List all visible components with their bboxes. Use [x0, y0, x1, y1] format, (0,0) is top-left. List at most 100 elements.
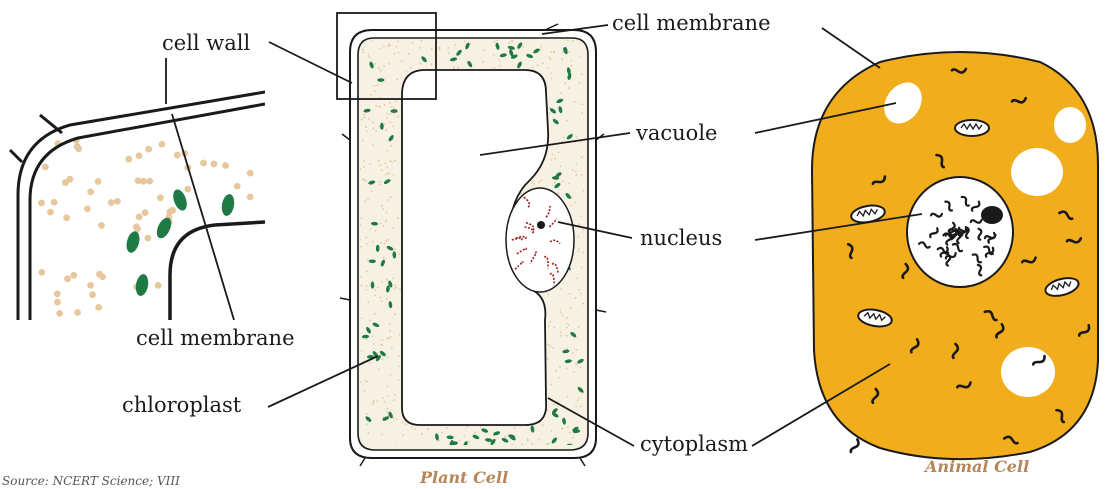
cytoplasm-granule [562, 51, 564, 53]
cytoplasm-granule [579, 82, 581, 84]
cytoplasm-granule [374, 90, 376, 92]
cytoplasm-granule [247, 193, 254, 200]
cytoplasm-granule [394, 160, 396, 162]
cytoplasm-granule [362, 49, 364, 51]
cytoplasm-granule [575, 406, 577, 408]
cytoplasm-granule [381, 434, 383, 436]
label-cell-wall: cell wall [162, 31, 251, 55]
cytoplasm-granule [67, 176, 74, 183]
cytoplasm-granule [373, 401, 375, 403]
cytoplasm-granule [582, 190, 584, 192]
cytoplasm-granule [554, 327, 556, 329]
cytoplasm-granule [561, 428, 563, 430]
cytoplasm-granule [421, 433, 423, 435]
cytoplasm-granule [136, 152, 143, 159]
inset-neighbor-cell-wall [170, 222, 265, 320]
cytoplasm-granule [381, 281, 383, 283]
cytoplasm-granule [366, 131, 368, 133]
cytoplasm-granule [366, 413, 368, 415]
cytoplasm-granule [381, 169, 383, 171]
cytoplasm-granule [571, 197, 573, 199]
cytoplasm-granule [363, 117, 365, 119]
cytoplasm-granule [125, 156, 132, 163]
cytoplasm-granule [580, 103, 582, 105]
cytoplasm-granule [566, 322, 568, 324]
cytoplasm-granule [361, 317, 363, 319]
chloroplast [124, 230, 141, 254]
cytoplasm-granule [144, 235, 151, 242]
cytoplasm-granule [551, 78, 553, 80]
cytoplasm-granule [393, 277, 395, 279]
cytoplasm-granule [390, 145, 392, 147]
cytoplasm-granule [570, 65, 572, 67]
cytoplasm-granule [386, 386, 388, 388]
cytoplasm-granule [538, 181, 540, 183]
cytoplasm-granule [364, 201, 366, 203]
cytoplasm-granule [365, 180, 367, 182]
cytoplasm-granule [581, 267, 583, 269]
cytoplasm-granule [560, 312, 562, 314]
cytoplasm-granule [578, 247, 580, 249]
cytoplasm-granule [95, 304, 102, 311]
cytoplasm-granule [547, 443, 549, 445]
cytoplasm-granule [370, 94, 372, 96]
cytoplasm-granule [393, 417, 395, 419]
cytoplasm-granule [550, 58, 552, 60]
cytoplasm-granule [381, 205, 383, 207]
cytoplasm-granule [159, 141, 166, 148]
cytoplasm-granule [394, 53, 396, 55]
cytoplasm-granule [362, 179, 364, 181]
cytoplasm-granule [367, 432, 369, 434]
cytoplasm-granule [369, 362, 371, 364]
cytoplasm-granule [550, 383, 552, 385]
cytoplasm-granule [580, 141, 582, 143]
cytoplasm-granule [387, 337, 389, 339]
cytoplasm-granule [457, 67, 459, 69]
cytoplasm-granule [575, 171, 577, 173]
cytoplasm-granule [578, 223, 580, 225]
cytoplasm-granule [386, 279, 388, 281]
cytoplasm-granule [551, 430, 553, 432]
label-chloroplast: chloroplast [122, 393, 242, 417]
cytoplasm-granule [402, 434, 404, 436]
cytoplasm-granule [372, 403, 374, 405]
cytoplasm-granule [575, 202, 577, 204]
cytoplasm-granule [382, 208, 384, 210]
cytoplasm-granule [388, 44, 390, 46]
cytoplasm-granule [389, 102, 391, 104]
cytoplasm-granule [386, 113, 388, 115]
cytoplasm-granule [547, 358, 549, 360]
cytoplasm-granule [366, 243, 368, 245]
cytoplasm-granule [374, 289, 376, 291]
inset-wall-tick-left [10, 150, 22, 162]
cytoplasm-granule [568, 324, 570, 326]
caption-plant-cell: Plant Cell [419, 468, 508, 487]
cytoplasm-granule [580, 405, 582, 407]
cytoplasm-granule [74, 309, 81, 316]
cytoplasm-granule [402, 422, 404, 424]
cytoplasm-granule [569, 293, 571, 295]
cytoplasm-granule [184, 186, 191, 193]
cytoplasm-granule [380, 70, 382, 72]
cytoplasm-granule [365, 289, 367, 291]
cytoplasm-granule [381, 300, 383, 302]
cytoplasm-granule [386, 117, 388, 119]
cytoplasm-granule [374, 63, 376, 65]
cytoplasm-granule [64, 275, 71, 282]
animal-vacuole [1001, 347, 1055, 397]
cytoplasm-granule [155, 282, 162, 289]
caption-source: Source: NCERT Science; VIII [2, 474, 180, 488]
cytoplasm-granule [582, 303, 584, 305]
plant-cell [340, 24, 606, 466]
cytoplasm-granule [380, 242, 382, 244]
cytoplasm-granule [372, 400, 374, 402]
cytoplasm-granule [384, 243, 386, 245]
cytoplasm-granule [574, 101, 576, 103]
cytoplasm-granule [394, 287, 396, 289]
cytoplasm-granule [108, 199, 115, 206]
cytoplasm-granule [558, 151, 560, 153]
animal-nucleolus [981, 206, 1003, 224]
cytoplasm-granule [374, 294, 376, 296]
cytoplasm-granule [361, 285, 363, 287]
cytoplasm-granule [95, 178, 102, 185]
